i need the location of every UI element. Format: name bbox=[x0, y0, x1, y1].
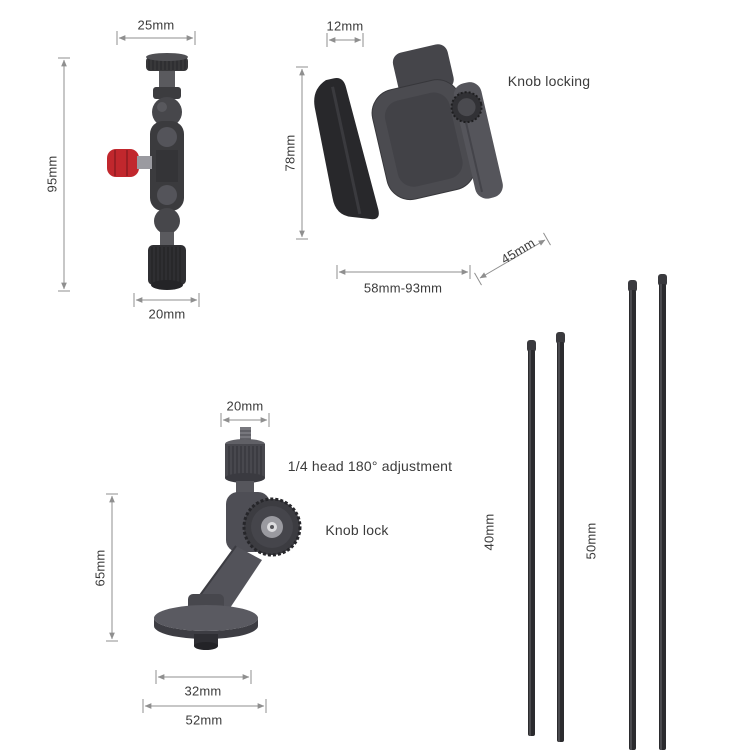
phone-clamp-product bbox=[314, 44, 503, 220]
ball-head-product bbox=[107, 53, 188, 290]
lock-knob bbox=[242, 497, 302, 557]
dim-clamp-height-label: 78mm bbox=[282, 134, 298, 172]
dim-ballhead-height-label: 95mm bbox=[44, 155, 60, 193]
dim-bracket-height-label: 65mm bbox=[92, 549, 108, 587]
dimension-lines bbox=[58, 31, 551, 713]
dim-rod-long-label: 50mm bbox=[583, 522, 599, 560]
dim-rod-short-label: 40mm bbox=[481, 513, 497, 551]
dim-ballhead-top-label: 25mm bbox=[137, 17, 175, 33]
red-thumb-knob bbox=[107, 149, 152, 177]
knob-lock-label: Knob lock bbox=[325, 522, 389, 538]
knob-locking-label: Knob locking bbox=[507, 73, 591, 89]
dim-ballhead-bottom-label: 20mm bbox=[148, 306, 186, 322]
locking-knob bbox=[450, 91, 483, 124]
dim-clamp-top-label: 12mm bbox=[326, 18, 364, 34]
extension-rods-short-pair bbox=[527, 332, 565, 742]
dim-bracket-top-label: 20mm bbox=[226, 398, 264, 414]
angle-bracket-product bbox=[154, 427, 302, 650]
dim-clamp-width-label: 58mm-93mm bbox=[363, 280, 443, 296]
dim-bracket-base-inner-label: 32mm bbox=[184, 683, 222, 699]
dim-bracket-base-outer-label: 52mm bbox=[185, 712, 223, 728]
head-adjustment-label: 1/4 head 180° adjustment bbox=[287, 458, 453, 474]
extension-rods-long-pair bbox=[628, 274, 667, 750]
